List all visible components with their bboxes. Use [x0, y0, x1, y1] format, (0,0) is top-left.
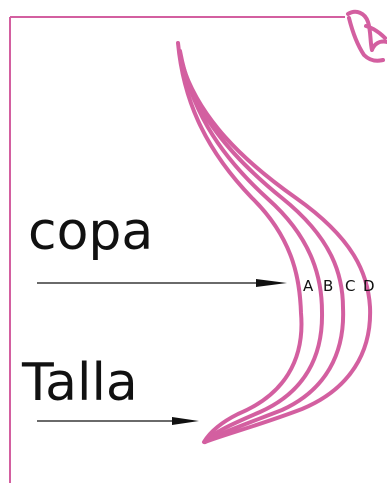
cup-size-label: A: [303, 277, 314, 295]
cup-size-label: C: [345, 277, 356, 295]
cup-curve-b: [178, 49, 325, 444]
size-label: Talla: [22, 353, 138, 413]
cup-arrow: [37, 279, 287, 287]
cup-label: copa: [28, 202, 154, 262]
cup-curves: [176, 41, 373, 444]
cup-curve-a: [176, 41, 304, 444]
bra-icon: [346, 9, 387, 63]
size-arrow: [37, 417, 199, 425]
cup-curve-d: [180, 62, 373, 444]
cup-size-label: B: [323, 277, 334, 295]
cup-curve-c: [179, 56, 346, 444]
cup-size-label: D: [363, 277, 375, 295]
